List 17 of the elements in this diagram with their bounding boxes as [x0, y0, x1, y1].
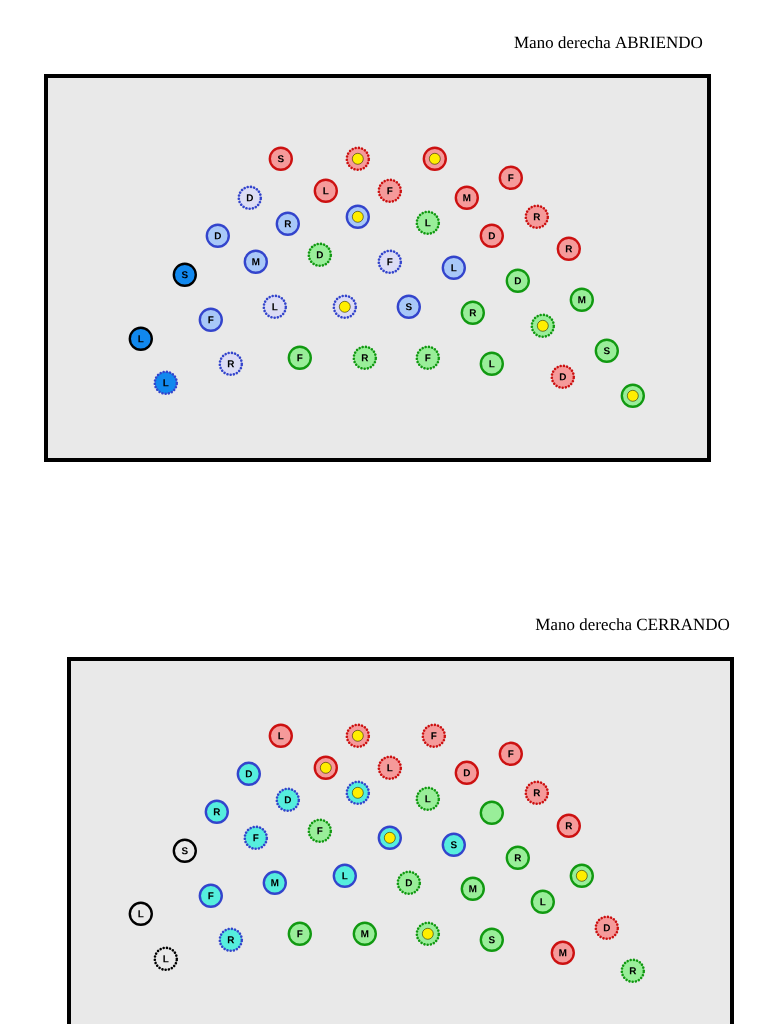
dot-circle — [569, 863, 594, 888]
panel-frame — [67, 657, 734, 1024]
dot-circle — [377, 825, 402, 850]
dot-circle — [345, 780, 371, 806]
dot-circle — [313, 755, 338, 780]
panel-frame — [44, 74, 711, 462]
dot-circle — [345, 204, 370, 229]
dot-circle — [332, 294, 358, 320]
dot-circle — [345, 146, 371, 172]
dot-circle — [422, 146, 447, 171]
panel-title: Mano derecha ABRIENDO — [514, 36, 703, 49]
dot-circle — [345, 723, 371, 749]
dot-circle — [415, 921, 441, 947]
dot-circle — [530, 313, 556, 339]
dot-circle — [620, 383, 645, 408]
panel-title: Mano derecha CERRANDO — [535, 618, 730, 631]
empty-circle — [479, 800, 504, 825]
